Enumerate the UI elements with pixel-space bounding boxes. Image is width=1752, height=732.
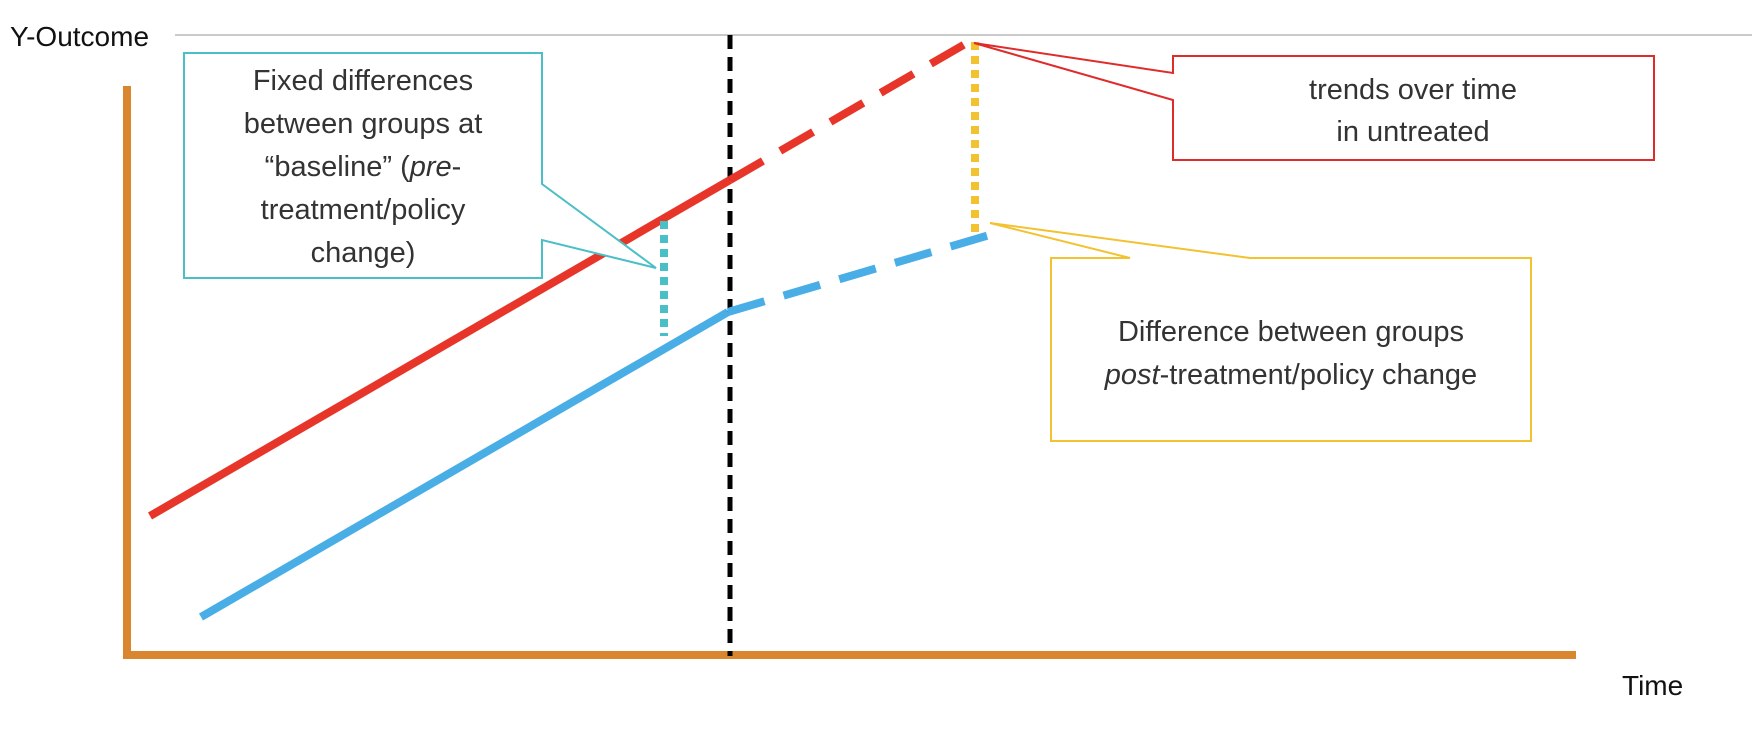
baseline-difference-callout: Fixed differences between groups at “bas… [183,52,657,279]
baseline-callout-line-2: between groups at [244,108,483,140]
baseline-callout-line-3-emphasis: pre [409,151,452,183]
treated-group-projection [726,230,995,316]
untreated-group-line [147,176,733,520]
post-callout-line-2: post-treatment/policy change [1104,359,1477,391]
baseline-callout-line-1: Fixed differences [253,65,473,97]
x-axis-label: Time [1622,670,1683,701]
untreated-callout-line-1: trends over time [1309,74,1517,106]
untreated-group-projection [727,36,975,184]
untreated-callout-line-2: in untreated [1336,116,1489,148]
y-axis-label: Y-Outcome [10,21,149,52]
post-callout-line-2-rest: -treatment/policy change [1160,359,1478,391]
baseline-callout-line-5: change) [311,237,416,269]
slide-title-fragment: Pictu e [180,0,382,8]
post-difference-callout: Difference between groups post-treatment… [989,222,1532,442]
baseline-callout-line-3: “baseline” (pre- [265,151,462,183]
baseline-callout-line-3-a: “baseline” ( [265,151,410,183]
post-callout-line-1: Difference between groups [1118,316,1464,348]
post-callout-line-2-emphasis: post [1104,359,1162,391]
baseline-callout-line-4: treatment/policy [261,194,466,226]
baseline-callout-line-3-b: - [452,151,462,183]
treated-group-line [198,308,731,621]
untreated-trend-callout: trends over time in untreated [973,42,1655,161]
